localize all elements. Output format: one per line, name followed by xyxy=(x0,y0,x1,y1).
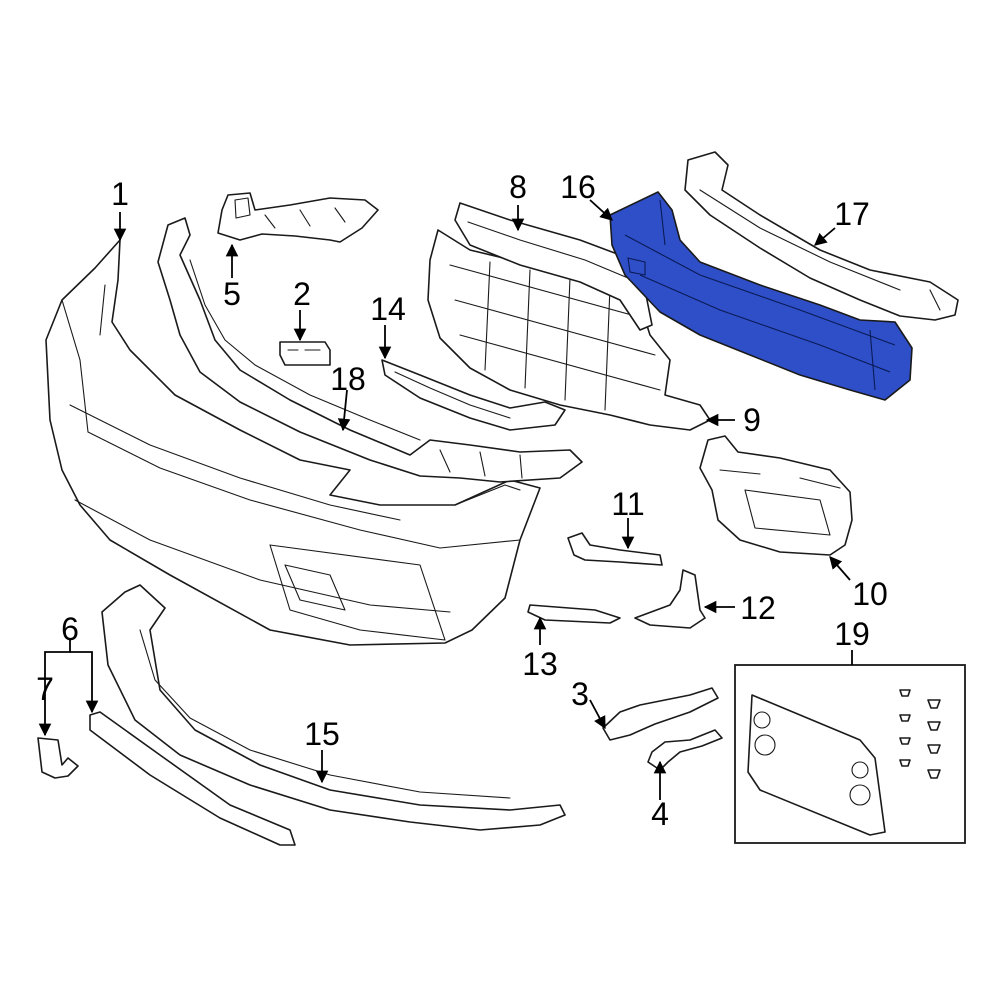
part-fog-lamp-bracket[interactable] xyxy=(699,435,853,556)
part-grille-frame[interactable] xyxy=(427,229,711,431)
part-side-bracket-rod[interactable] xyxy=(567,532,663,566)
part-lower-valance[interactable] xyxy=(101,584,566,831)
callout-13: 13 xyxy=(522,646,558,682)
leader-lines xyxy=(38,199,853,800)
callout-4: 4 xyxy=(651,796,669,832)
leader-3 xyxy=(589,699,606,730)
leader-6a xyxy=(38,638,71,737)
part-pad[interactable] xyxy=(527,604,621,624)
callout-8: 8 xyxy=(509,169,527,205)
part-reinforcement-beam[interactable] xyxy=(684,151,959,321)
callout-5: 5 xyxy=(223,276,241,312)
leader-16 xyxy=(589,199,613,221)
callout-1: 1 xyxy=(111,176,129,212)
leader-10 xyxy=(829,556,851,581)
callout-11: 11 xyxy=(611,486,644,522)
callout-labels: 1 2 3 4 5 6 7 8 9 10 11 12 13 14 15 16 1… xyxy=(36,169,888,832)
callout-19: 19 xyxy=(834,616,870,652)
part-energy-absorber[interactable] xyxy=(609,191,913,401)
part-mount-bracket[interactable] xyxy=(217,192,379,243)
part-license-plate-kit[interactable] xyxy=(734,664,966,844)
callout-10: 10 xyxy=(852,576,888,612)
callout-18: 18 xyxy=(330,361,366,397)
leader-6b xyxy=(70,651,99,714)
callout-15: 15 xyxy=(304,716,340,752)
leader-17 xyxy=(814,227,836,246)
part-bumper-cover[interactable] xyxy=(45,239,541,646)
callout-2: 2 xyxy=(293,276,311,312)
part-corner-bracket[interactable] xyxy=(634,569,706,629)
callout-6: 6 xyxy=(61,611,79,647)
callout-3: 3 xyxy=(571,676,589,712)
part-tow-hook-cap[interactable] xyxy=(37,737,79,779)
part-grille-molding[interactable] xyxy=(381,359,566,431)
part-clip[interactable] xyxy=(279,341,331,366)
callout-14: 14 xyxy=(370,291,406,327)
callout-17: 17 xyxy=(834,196,870,232)
leader-18 xyxy=(337,389,351,432)
part-lower-trim-strip[interactable] xyxy=(89,711,296,846)
callout-7: 7 xyxy=(36,671,54,707)
fastener-set xyxy=(899,689,941,779)
part-upper-grille[interactable] xyxy=(454,202,653,331)
callout-16: 16 xyxy=(560,169,596,205)
part-lower-bracket[interactable] xyxy=(602,687,719,741)
callout-12: 12 xyxy=(740,590,776,626)
part-upper-retainer[interactable] xyxy=(157,217,583,483)
callout-9: 9 xyxy=(743,402,761,438)
